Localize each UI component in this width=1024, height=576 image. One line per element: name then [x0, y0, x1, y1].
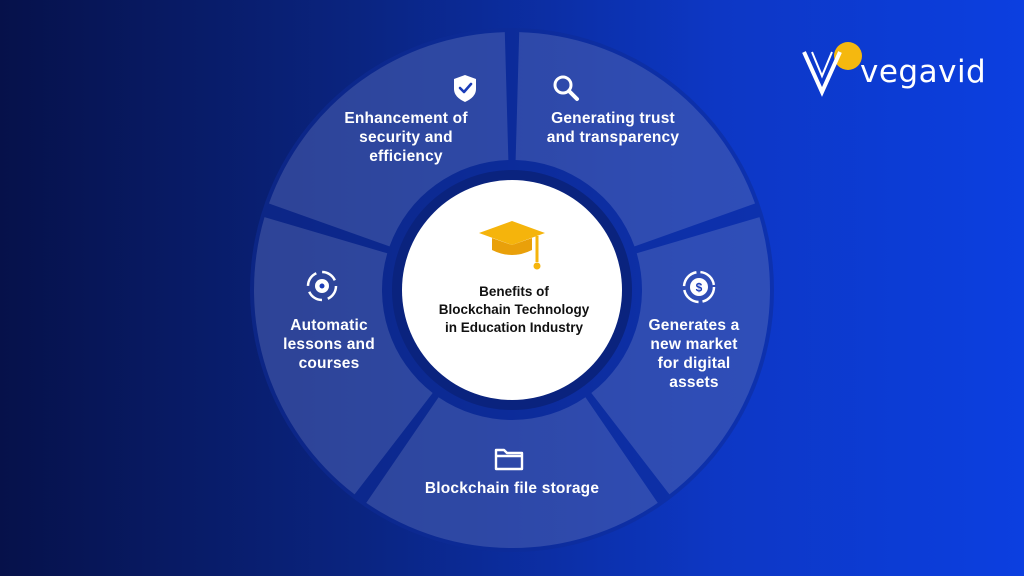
folder-icon [494, 448, 524, 471]
svg-text:$: $ [696, 281, 703, 295]
center-circle [402, 180, 622, 400]
wheel-segment-security [268, 32, 509, 247]
wheel-segment-storage [366, 397, 658, 548]
dollar-coin-icon: $ [682, 270, 716, 304]
segment-label-security: Enhancement of security and efficiency [344, 110, 468, 165]
segment-label-storage: Blockchain file storage [424, 480, 600, 497]
gear-cycle-icon [306, 270, 338, 302]
wheel-segment-market [591, 217, 771, 495]
shield-check-icon [454, 75, 476, 102]
vegavid-logo [802, 42, 862, 97]
segment-label-trust: Generating trust and transparency [546, 110, 680, 146]
segment-label-market: Generates a new market for digital asset… [648, 317, 740, 391]
segment-label-lessons: Automatic lessons and courses [283, 317, 375, 372]
wheel-segment-lessons [254, 217, 433, 495]
brand-name: vegavid [860, 54, 987, 90]
graduation-cap-icon [479, 221, 545, 270]
wheel-segment-trust [515, 32, 756, 247]
magnifier-icon [553, 75, 579, 101]
center-title: Benefits of Blockchain Technology in Edu… [438, 284, 590, 335]
